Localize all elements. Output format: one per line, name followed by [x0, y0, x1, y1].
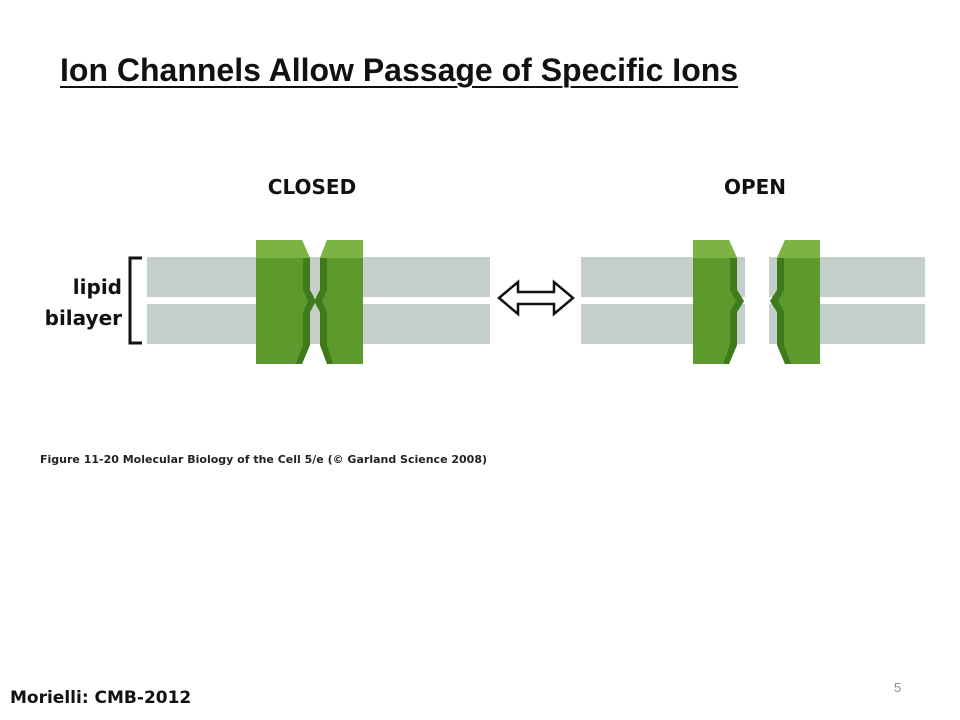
slide-title: Ion Channels Allow Passage of Specific I…: [60, 52, 739, 88]
open-membrane: [581, 255, 925, 347]
closed-channel-right-subunit: [314, 240, 363, 364]
bilayer-label-line2: bilayer: [45, 306, 123, 330]
open-label: OPEN: [724, 175, 786, 199]
double-arrow-icon: [497, 279, 575, 317]
open-pore: [745, 255, 769, 347]
closed-upper-leaflet: [147, 257, 490, 297]
open-channel-right-subunit: [770, 240, 820, 364]
bilayer-label-line1: lipid: [73, 275, 122, 299]
page-number: 5: [894, 680, 902, 695]
figure-caption: Figure 11-20 Molecular Biology of the Ce…: [40, 453, 487, 466]
open-channel-left-subunit: [693, 240, 744, 364]
footer-credit: Morielli: CMB-2012: [10, 688, 192, 708]
closed-label: CLOSED: [268, 175, 356, 199]
bracket-icon: [128, 256, 142, 345]
closed-lower-leaflet: [147, 304, 490, 344]
closed-channel-left-subunit: [256, 240, 316, 364]
closed-membrane: [147, 257, 490, 344]
